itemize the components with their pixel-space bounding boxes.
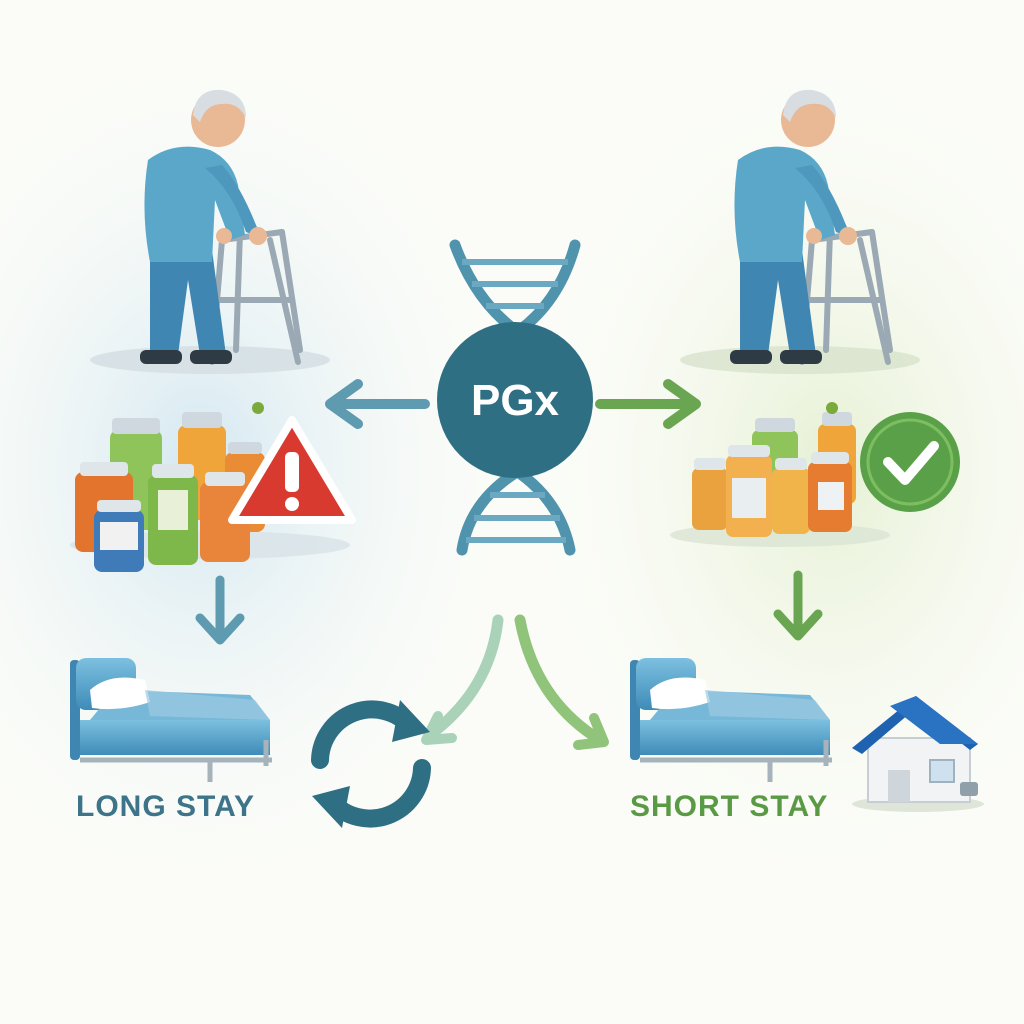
pgx-label: PGx: [470, 376, 560, 425]
curve-arrow-to-short-stay: [514, 614, 609, 750]
right-hospital-bed-icon: [630, 658, 832, 782]
left-elderly-man: [90, 89, 330, 374]
refresh-cycle-icon: [311, 700, 431, 828]
left-down-arrow: [195, 575, 245, 645]
curve-arrow-to-cycle: [421, 614, 504, 745]
left-arrow: [325, 379, 430, 429]
house-icon: [852, 696, 984, 812]
warning-icon: [228, 416, 356, 524]
right-down-arrow: [773, 570, 823, 641]
right-arrow: [595, 379, 701, 429]
short-stay-label: SHORT STAY: [630, 790, 829, 823]
left-medication-bottles-icon: [70, 402, 350, 572]
right-medication-bottles-icon: [670, 402, 890, 547]
check-icon: [860, 412, 960, 512]
right-elderly-man: [680, 89, 920, 374]
left-hospital-bed-icon: [70, 658, 272, 782]
dna-helix-icon: [437, 239, 593, 556]
long-stay-label: LONG STAY: [76, 790, 256, 823]
pgx-core: [437, 322, 593, 478]
